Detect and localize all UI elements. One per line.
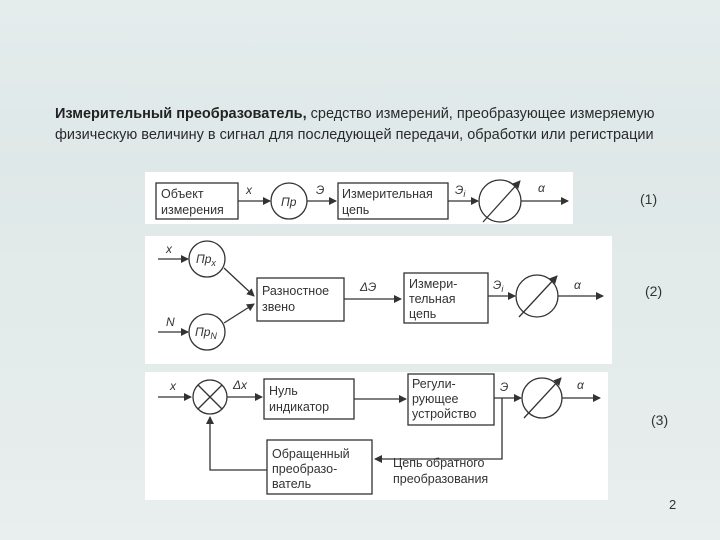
object-text-2: измерения bbox=[161, 203, 224, 217]
page-number: 2 bbox=[669, 497, 677, 512]
s2-ei-label: Эi bbox=[493, 278, 504, 294]
s3-inv-text-1: Обращенный bbox=[272, 447, 350, 461]
s2-diff-text-2: звено bbox=[262, 300, 295, 314]
s3-indicator-arrow bbox=[523, 377, 562, 419]
s3-e-label: Э bbox=[500, 380, 508, 394]
s3-null-text-1: Нуль bbox=[269, 384, 298, 398]
scheme2-text: x N Прx ПрN Разностное звено ΔЭ Измери- … bbox=[165, 242, 582, 341]
s2-conv-n-main: Пр bbox=[195, 325, 211, 339]
comparator-diag-2 bbox=[197, 384, 223, 410]
s3-delta-x-label: Δx bbox=[232, 378, 248, 392]
feedback-path-right bbox=[374, 398, 503, 463]
definition-term: Измерительный преобразователь, bbox=[55, 106, 307, 122]
scheme2 bbox=[158, 240, 604, 351]
s3-alpha-label: α bbox=[577, 378, 585, 392]
difference-link-box bbox=[256, 277, 345, 322]
s1-circuit-text-2: цепь bbox=[342, 203, 369, 217]
s1-ei-sub: i bbox=[463, 189, 466, 199]
scheme1-text: Объект измерения x Пр Э Измерительная це… bbox=[161, 181, 546, 217]
s3-feedback-text-1: Цепь обратного bbox=[393, 456, 485, 470]
s3-reg-text-3: устройство bbox=[412, 407, 476, 421]
s1-alpha-label: α bbox=[538, 181, 546, 195]
s1-x-label: x bbox=[245, 183, 253, 197]
s2-conv-n-label: ПрN bbox=[195, 325, 217, 341]
scheme1 bbox=[155, 179, 569, 223]
scheme1-number: (1) bbox=[640, 191, 658, 207]
s1-ei-label: Эi bbox=[455, 183, 466, 199]
s3-inv-text-2: преобразо- bbox=[272, 462, 337, 476]
s2-n-label: N bbox=[166, 315, 175, 329]
scheme3-text: x Δx Нуль индикатор Регули- рующее устро… bbox=[169, 377, 585, 491]
s2-delta-e-label: ΔЭ bbox=[359, 280, 376, 294]
scheme3 bbox=[158, 373, 601, 495]
s3-reg-text-2: рующее bbox=[412, 392, 459, 406]
s1-ei-main: Э bbox=[455, 183, 463, 197]
measuring-circuit-box bbox=[337, 182, 449, 220]
s2-circuit-text-1: Измери- bbox=[409, 277, 457, 291]
s2-conv-x-main: Пр bbox=[196, 252, 212, 266]
s2-ei-sub: i bbox=[501, 284, 504, 294]
s2-circuit-text-2: тельная bbox=[409, 292, 456, 306]
feedback-path-left bbox=[206, 416, 267, 471]
regulating-device-box bbox=[407, 373, 495, 426]
s1-circuit-text-1: Измерительная bbox=[342, 187, 433, 201]
s2-diff-text-1: Разностное bbox=[262, 284, 329, 298]
s2-conv-x-label: Прx bbox=[196, 252, 216, 268]
s3-x-label: x bbox=[169, 379, 177, 393]
s2-x-label: x bbox=[165, 242, 173, 256]
s2-alpha-label: α bbox=[574, 278, 582, 292]
inverse-converter-box bbox=[266, 439, 373, 495]
object-text-1: Объект bbox=[161, 187, 204, 201]
converter-x-circle bbox=[188, 240, 226, 278]
s3-reg-text-1: Регули- bbox=[412, 377, 456, 391]
scheme3-number: (3) bbox=[651, 412, 669, 428]
s3-null-text-2: индикатор bbox=[269, 400, 329, 414]
indicator-arrow bbox=[482, 180, 521, 223]
s2-ei-main: Э bbox=[493, 278, 501, 292]
s3-inv-text-3: ватель bbox=[272, 477, 311, 491]
s2-circuit-text-3: цепь bbox=[409, 307, 436, 321]
s2-indicator-arrow bbox=[518, 275, 558, 318]
s1-converter-label: Пр bbox=[281, 195, 297, 209]
scheme2-number: (2) bbox=[645, 283, 663, 299]
converter-n-circle bbox=[188, 313, 226, 351]
s3-feedback-text-2: преобразования bbox=[393, 472, 488, 486]
s2-conv-n-sub: N bbox=[210, 331, 217, 341]
s1-e-label: Э bbox=[316, 183, 324, 197]
s2-measuring-circuit-box bbox=[403, 272, 489, 324]
s2-conv-x-sub: x bbox=[210, 258, 216, 268]
definition-paragraph: Измерительный преобразователь, средство … bbox=[55, 104, 695, 146]
definition-text: средство измерений, преобразующее измеря… bbox=[55, 106, 655, 143]
